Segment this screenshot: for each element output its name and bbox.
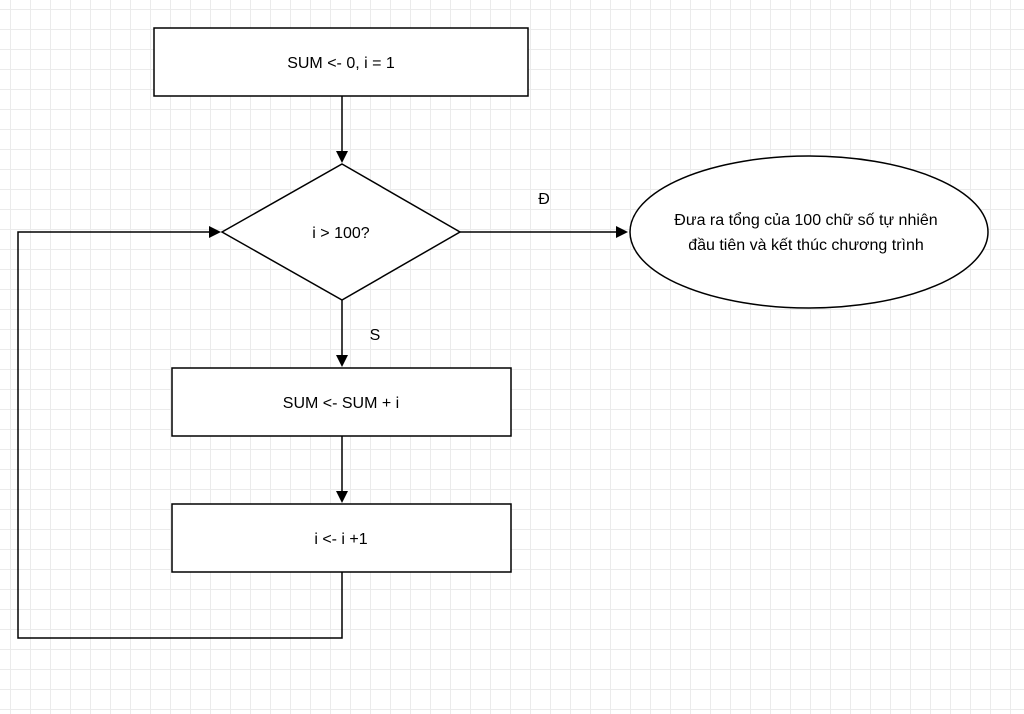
edge-init-to-condition	[336, 96, 348, 163]
node-output-line-1: Đưa ra tổng của 100 chữ số tự nhiên	[674, 211, 937, 229]
node-add-label: SUM <- SUM + i	[283, 395, 399, 412]
edge-condition-to-add	[336, 300, 348, 367]
node-init: SUM <- 0, i = 1	[153, 27, 529, 97]
edge-loop-back	[17, 226, 343, 639]
node-increment: i <- i +1	[171, 503, 512, 573]
node-init-label: SUM <- 0, i = 1	[287, 55, 395, 72]
edge-label-no: S	[370, 327, 381, 344]
node-condition: i > 100?	[220, 163, 462, 301]
node-output: Đưa ra tổng của 100 chữ số tự nhiên đầu …	[629, 155, 989, 309]
edge-add-to-increment	[336, 436, 348, 503]
node-condition-label: i > 100?	[312, 225, 369, 242]
edge-label-yes: Đ	[538, 191, 550, 208]
node-add: SUM <- SUM + i	[171, 367, 512, 437]
node-increment-label: i <- i +1	[314, 531, 367, 548]
node-output-line-2: đầu tiên và kết thúc chương trình	[688, 237, 924, 254]
edge-condition-to-output	[460, 226, 628, 238]
